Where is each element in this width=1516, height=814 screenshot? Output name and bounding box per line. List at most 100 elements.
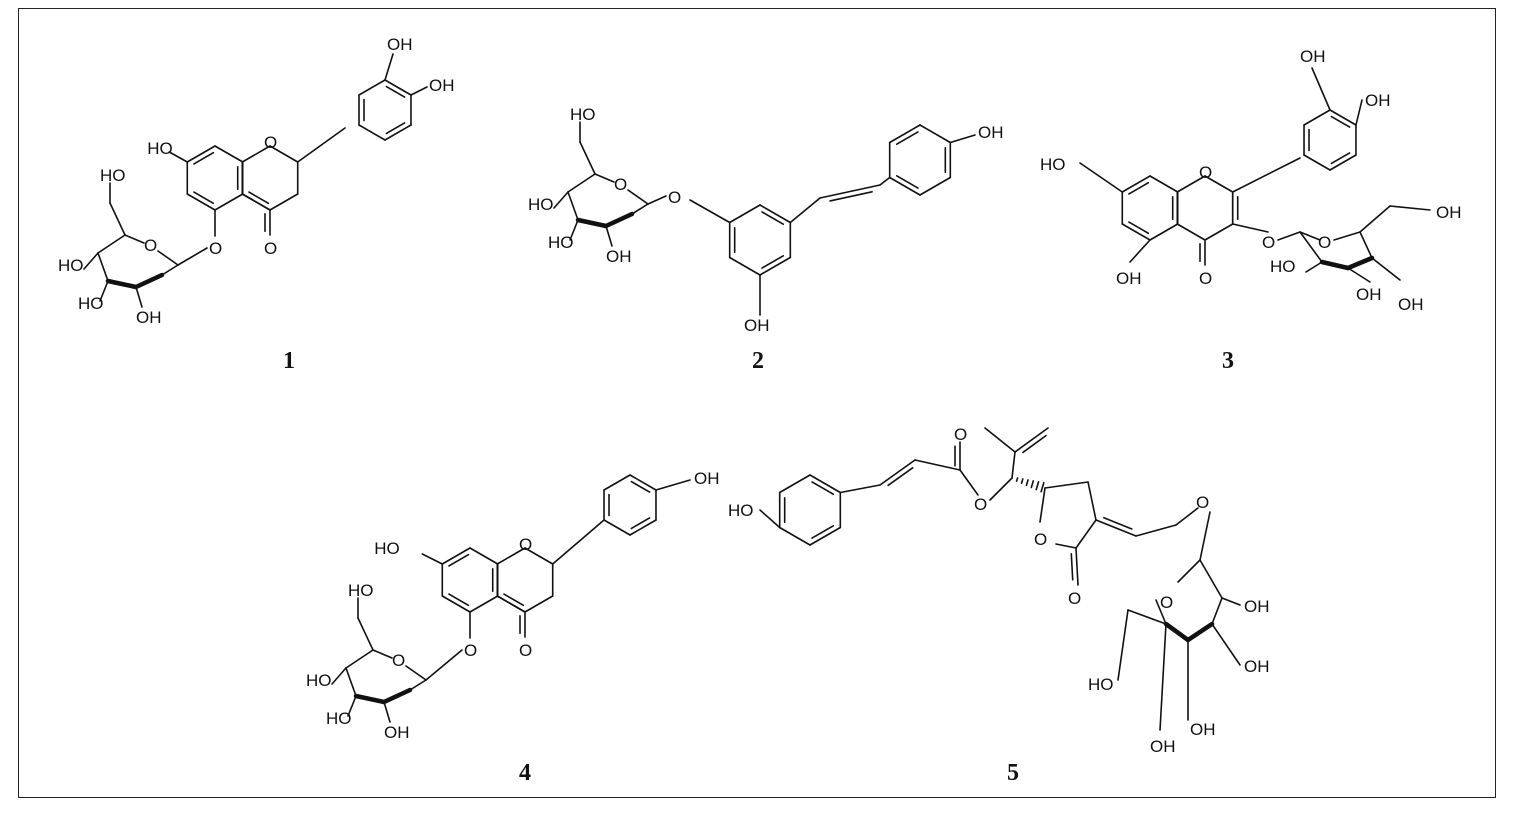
bond-line [1204, 223, 1234, 241]
hydroxyl-label: OH [429, 76, 455, 95]
bond-line [1330, 115, 1351, 128]
bond-line [629, 519, 657, 536]
carbonyl-oxygen-label: O [264, 239, 277, 258]
bond-line [655, 479, 691, 491]
bond-line [778, 526, 811, 546]
ring-oxygen-label: O [264, 133, 277, 152]
hydroxyl-label: OH [1365, 91, 1391, 110]
bond-line [567, 191, 579, 221]
hydroxyl-label: HO [147, 139, 173, 158]
bond-line [778, 474, 811, 494]
bond-line [914, 459, 961, 471]
hydroxyl-label: HO [1088, 675, 1114, 694]
hydroxyl-label: HO [528, 195, 554, 214]
ester-oxygen-label: O [974, 495, 987, 514]
bond-line [887, 467, 914, 487]
bond-line [1303, 109, 1331, 126]
bond-line [248, 191, 270, 205]
ring-oxygen-label: O [392, 651, 405, 670]
bold-bond [133, 272, 165, 290]
bond-line [1359, 231, 1373, 259]
bond-line [1075, 519, 1097, 549]
bold-bond [1185, 621, 1215, 643]
bond-line [214, 193, 244, 211]
bond-line [425, 649, 463, 681]
bond-line [949, 134, 976, 144]
bond-line [631, 203, 649, 215]
bold-bond [381, 687, 413, 705]
hydroxyl-label: HO [1040, 155, 1066, 174]
bond-line [895, 131, 919, 146]
hydroxyl-label: OH [1244, 597, 1270, 616]
bond-line [1011, 451, 1016, 479]
bold-bond [1319, 259, 1351, 271]
bond-line [569, 219, 579, 241]
bond-line [1355, 99, 1363, 126]
hydroxyl-label: HO [548, 233, 574, 252]
bond-line [357, 617, 374, 651]
hydroxyl-label: OH [978, 123, 1004, 142]
bond-line [496, 595, 526, 613]
bond-line [385, 85, 406, 98]
bond-line [1022, 434, 1047, 454]
bond-line [345, 649, 374, 669]
bond-line [567, 173, 596, 193]
bond-line [448, 553, 470, 567]
bond-line [627, 189, 649, 205]
bond-line [241, 145, 271, 163]
compound-label-4: 4 [519, 760, 531, 786]
bond-line [1305, 261, 1323, 273]
bond-line [789, 197, 821, 224]
bond-line [469, 547, 499, 565]
ring-oxygen-label: O [144, 236, 157, 255]
bond-line [1135, 524, 1177, 537]
ch2oh-label: HO [100, 166, 126, 185]
ring-oxygen-label: O [519, 535, 532, 554]
bond-line [1117, 609, 1129, 681]
bond-line [809, 474, 842, 494]
bond-line [193, 151, 215, 165]
glycosidic-oxygen-label: O [1262, 233, 1275, 252]
bond-line [469, 595, 499, 613]
bond-line [345, 667, 357, 697]
bond-line [989, 477, 1013, 501]
hydroxyl-label: OH [744, 316, 770, 335]
bond-line [1035, 480, 1040, 491]
bold-bond [575, 217, 609, 229]
bond-line [888, 176, 921, 196]
bond-line [1359, 205, 1391, 233]
bold-bond [105, 278, 139, 290]
bond-line [895, 174, 919, 189]
bond-line [1121, 223, 1151, 241]
bond-line [177, 247, 208, 266]
bond-line [761, 254, 785, 269]
bond-line [410, 86, 428, 96]
bond-line [161, 264, 179, 276]
bond-line [1040, 481, 1045, 493]
compound-label-1: 1 [283, 348, 295, 374]
bold-bond [603, 211, 635, 229]
bond-line [441, 547, 471, 565]
bond-line [605, 225, 613, 247]
bond-line [819, 184, 881, 199]
bond-line [383, 701, 391, 723]
bond-line [839, 484, 881, 494]
bond-line [829, 191, 873, 202]
hydroxyl-label: HO [58, 256, 84, 275]
bond-line [1277, 231, 1301, 241]
bond-line [1070, 553, 1074, 581]
bond-line [503, 593, 525, 607]
bond-line [759, 256, 792, 276]
bond-line [759, 204, 792, 224]
bond-line [1389, 205, 1431, 211]
bond-line [496, 547, 526, 565]
bond-line [384, 53, 394, 81]
bond-line [193, 191, 215, 205]
bond-line [1025, 479, 1029, 487]
hydroxyl-label: OH [1116, 269, 1142, 288]
bond-line [630, 480, 651, 493]
